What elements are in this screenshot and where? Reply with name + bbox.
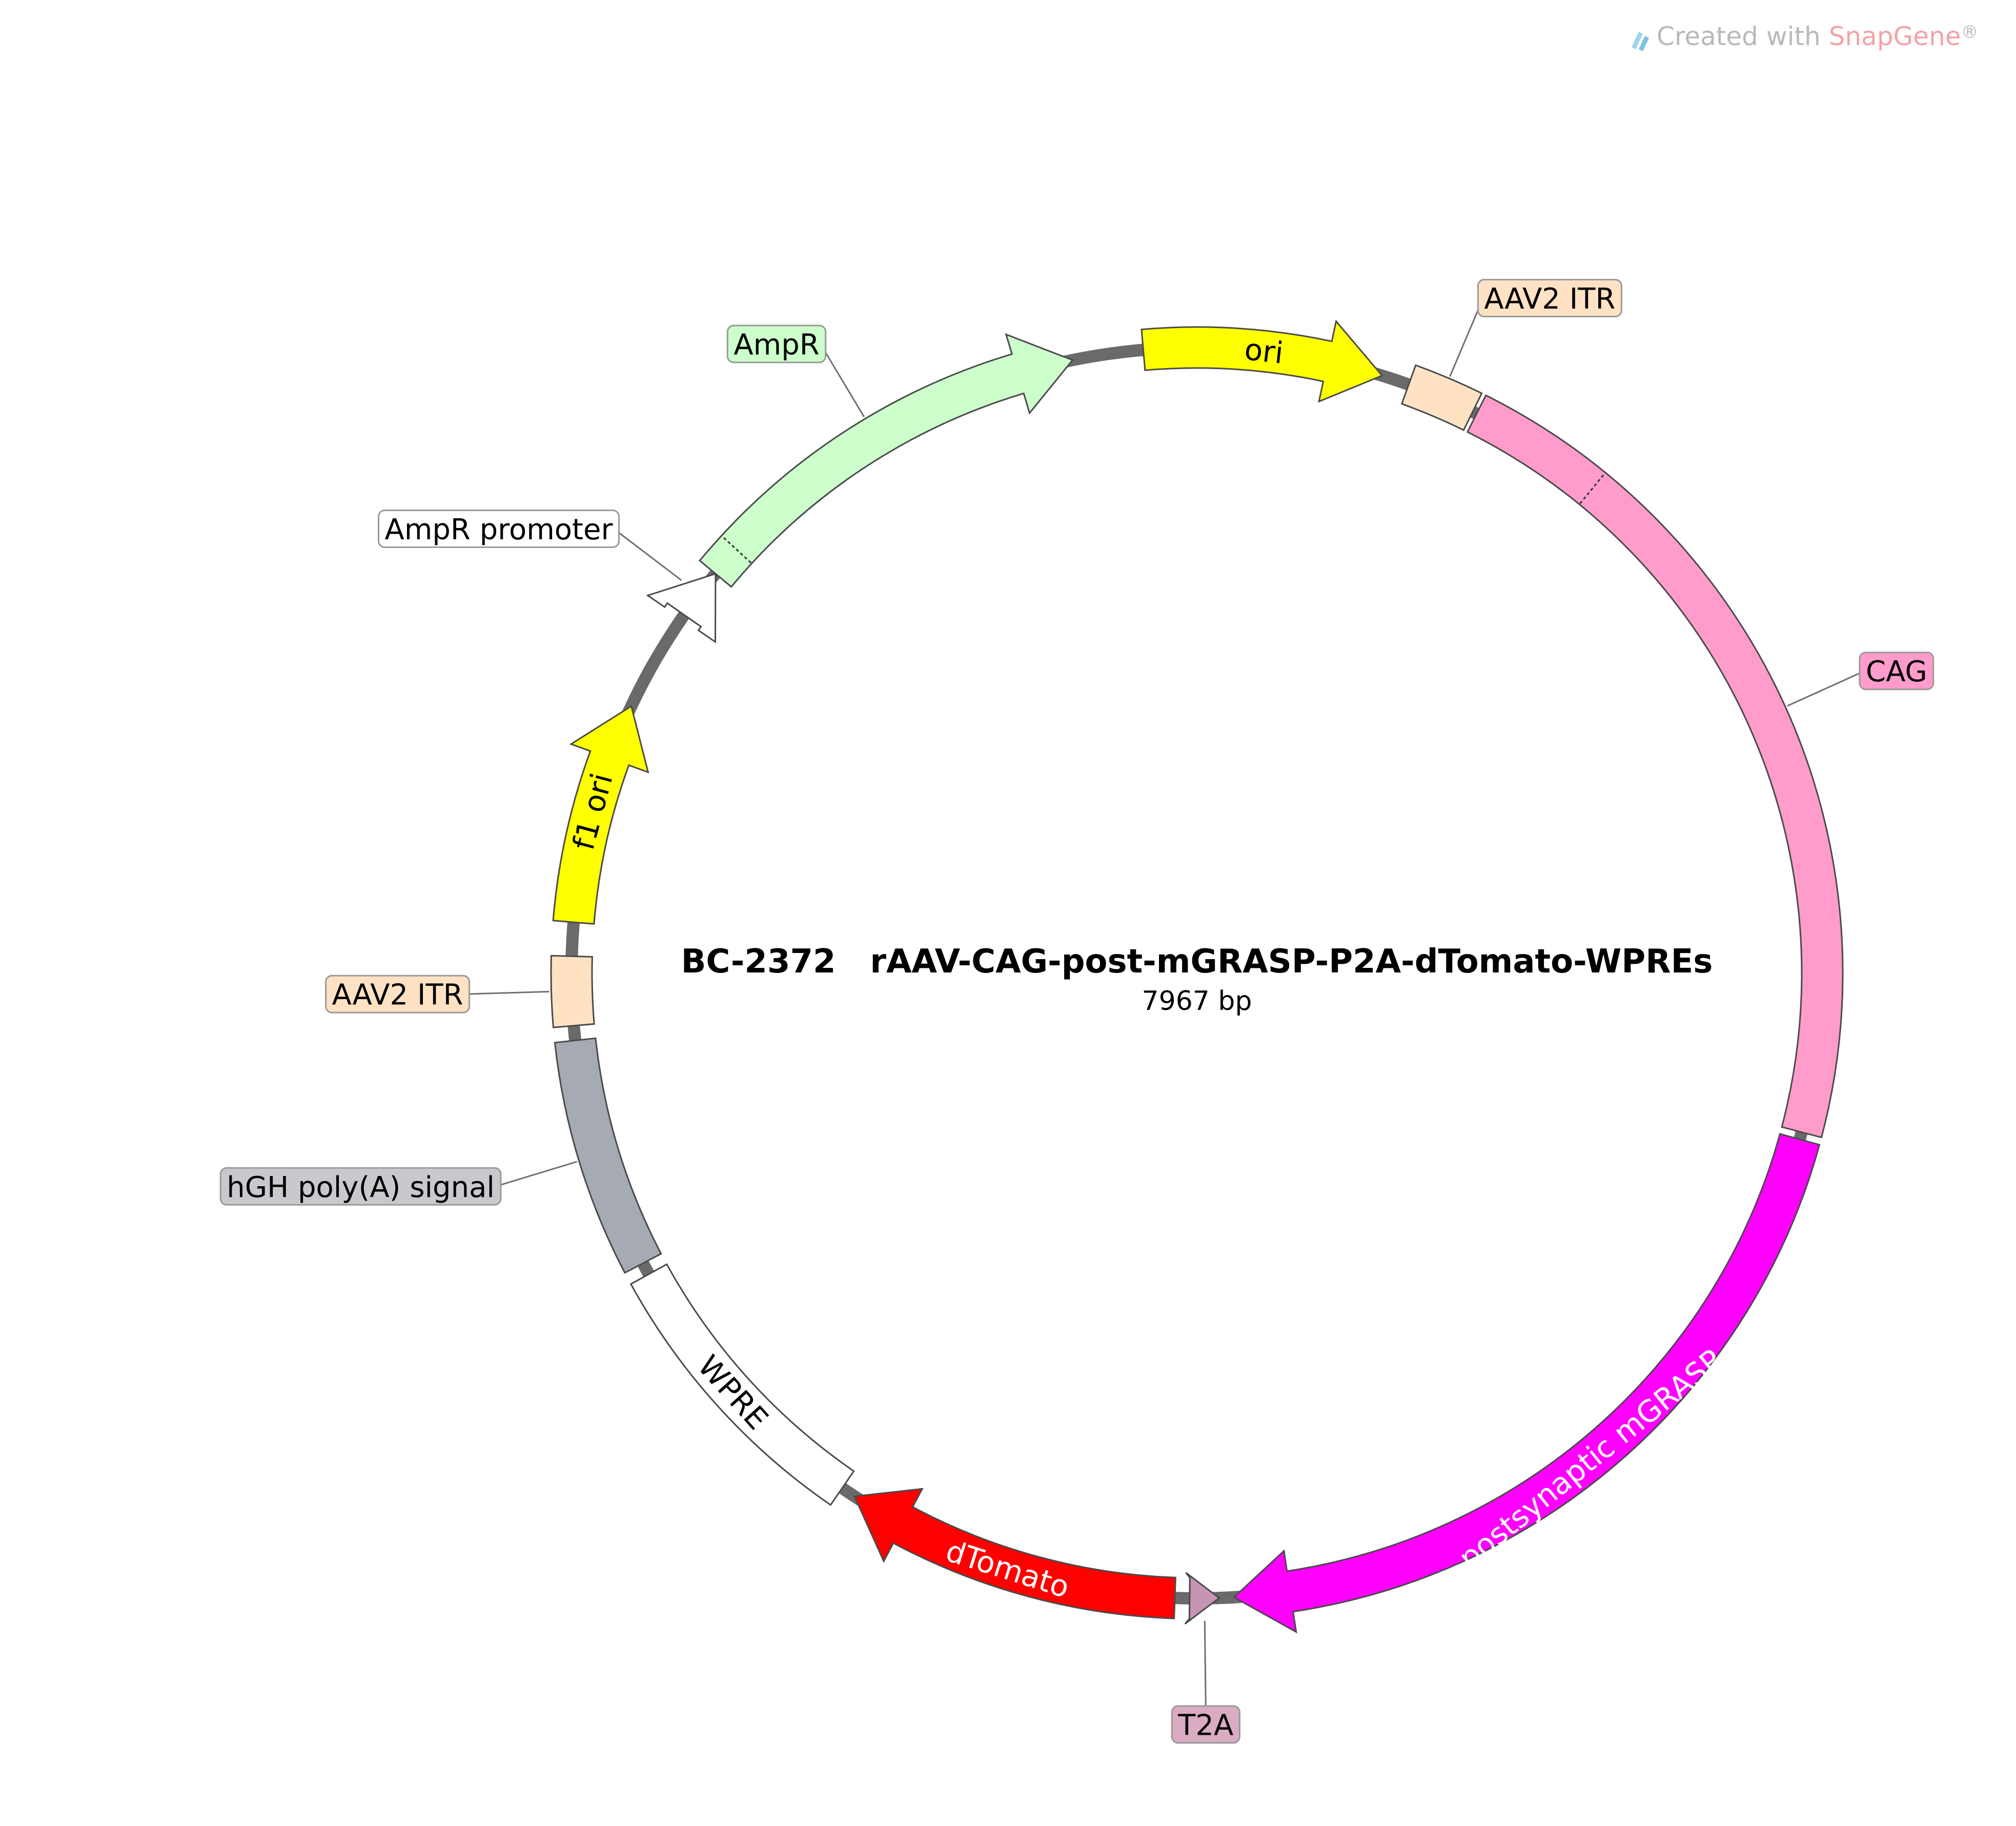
callout-leader-itr-bottom (464, 990, 549, 995)
feature-cag[interactable] (1466, 394, 1844, 1139)
credit-brand: SnapGene (1829, 22, 1961, 51)
feature-ampr-boundary-tick (722, 536, 752, 563)
callout-leader-ampr (820, 343, 865, 418)
callout-box-itr-bottom[interactable] (325, 975, 471, 1013)
callout-leader-cag (1787, 670, 1865, 707)
feature-wpre[interactable] (629, 1263, 855, 1506)
callout-label-cag: CAG (1866, 655, 1927, 688)
callout-label-ampr: AmpR (734, 329, 819, 362)
feature-itr-top[interactable] (1400, 364, 1483, 432)
svg-text:Created with SnapGene®: Created with SnapGene® (1657, 22, 1979, 51)
callout-box-itr-top[interactable] (1477, 279, 1622, 317)
credit-prefix: Created with (1657, 22, 1829, 51)
feature-amprpro[interactable] (646, 573, 717, 644)
feature-ori[interactable] (1141, 319, 1383, 403)
callout-box-ampr[interactable] (726, 324, 827, 363)
callout-box-amprpro[interactable] (378, 510, 620, 548)
callout-leader-hgh (495, 1161, 578, 1187)
plasmid-size: 7967 bp (1142, 986, 1252, 1017)
feature-f1ori[interactable] (552, 705, 649, 925)
callout-label-amprpro: AmpR promoter (385, 513, 614, 546)
callout-leader-t2a (1204, 1620, 1207, 1706)
callout-label-itr-top: AAV2 ITR (1484, 282, 1615, 316)
credit-suffix: ® (1961, 22, 1979, 43)
callout-label-hgh: hGH poly(A) signal (227, 1171, 495, 1204)
feature-postsyn[interactable] (1232, 1133, 1821, 1634)
callout-leader-amprpro (613, 528, 682, 581)
callout-label-t2a: T2A (1177, 1709, 1233, 1742)
callout-box-cag[interactable] (1859, 652, 1934, 691)
callout-box-t2a[interactable] (1171, 1705, 1240, 1744)
feature-label-ori: ori (1243, 332, 1285, 371)
feature-label-dtomato: dTomato (942, 1533, 1073, 1605)
feature-dtomato[interactable] (853, 1488, 1176, 1619)
feature-cag-boundary-tick (1579, 473, 1605, 504)
callouts-layer: AAV2 ITR CAG T2A hGH poly(A) signal AAV2 ITR… (219, 279, 1934, 1744)
snapgene-credit: Created with SnapGene® (1632, 22, 1979, 51)
callout-label-itr-bottom: AAV2 ITR (332, 979, 463, 1012)
feature-hgh[interactable] (554, 1037, 662, 1274)
feature-itr-bottom[interactable] (550, 955, 595, 1028)
snapgene-logo-icon (1632, 32, 1649, 51)
callout-box-hgh[interactable] (219, 1167, 502, 1206)
plasmid-name: BC-2372 rAAV-CAG-post-mGRASP-P2A-dTomato… (681, 943, 1713, 981)
feature-ampr[interactable] (698, 333, 1074, 588)
feature-label-postsyn: postsynaptic mGRASP (1452, 1343, 1728, 1576)
feature-t2a[interactable] (1184, 1572, 1221, 1625)
